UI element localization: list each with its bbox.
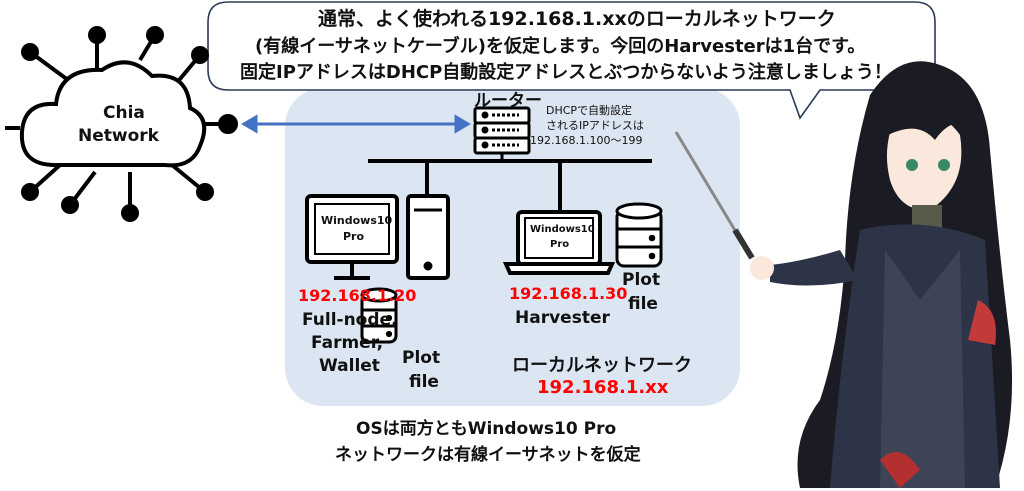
fullnode-role-3: Wallet — [319, 356, 380, 376]
router-note-2: されるIPアドレスは — [546, 119, 644, 132]
tower-pc-icon — [406, 194, 450, 280]
ethernet-bus — [368, 159, 652, 210]
harvester-screen-edition: Pro — [550, 239, 570, 250]
footer-line-1: OSは両方ともWindows10 Pro — [356, 419, 617, 439]
footer-line-2: ネットワークは有線イーサネットを仮定 — [335, 445, 641, 465]
harvester-plot-label-2: file — [628, 294, 658, 314]
fullnode-role-1: Full-node, — [302, 310, 398, 330]
router-title: ルーター — [474, 91, 542, 111]
cloud-label-1: Chia — [103, 103, 145, 123]
internet-link-arrow — [241, 114, 471, 134]
cloud-label-2: Network — [78, 126, 159, 146]
router-note-1: DHCPで自動設定 — [546, 104, 633, 117]
harvester-ip: 192.168.1.30 — [509, 284, 628, 303]
database-icon — [360, 287, 398, 344]
fullnode-ip: 192.168.1.20 — [298, 286, 417, 305]
router-note-3: 192.168.1.100～199 — [530, 134, 643, 147]
speech-bubble — [207, 1, 936, 120]
harvester-screen-os: Windows10 — [530, 224, 595, 235]
harvester-role: Harvester — [515, 308, 610, 328]
fullnode-screen-os: Windows10 — [321, 214, 393, 227]
laptop-icon — [502, 210, 616, 275]
database-icon — [615, 202, 663, 268]
lan-label: ローカルネットワーク — [512, 355, 692, 376]
fullnode-plot-label-1: Plot — [402, 348, 441, 368]
lan-region — [285, 88, 740, 406]
router-icon — [473, 106, 531, 161]
fullnode-screen-edition: Pro — [343, 230, 365, 243]
monitor-icon — [305, 194, 399, 280]
cloud-icon — [5, 26, 238, 222]
character-illustration — [750, 61, 1013, 488]
harvester-plot-label-1: Plot — [622, 270, 661, 290]
fullnode-plot-label-2: file — [409, 372, 439, 392]
fullnode-role-2: Farmer, — [311, 333, 384, 353]
speech-line-3: 固定IPアドレスはDHCP自動設定アドレスとぶつからないよう注意しましょう！ — [240, 62, 892, 83]
speech-line-2: (有線イーサネットケーブル)を仮定します。今回のHarvesterは1台です。 — [255, 36, 866, 57]
pointer-stick-icon — [674, 131, 755, 260]
lan-subnet: 192.168.1.xx — [537, 377, 669, 398]
speech-line-1: 通常、よく使われる192.168.1.xxのローカルネットワーク — [318, 8, 836, 30]
